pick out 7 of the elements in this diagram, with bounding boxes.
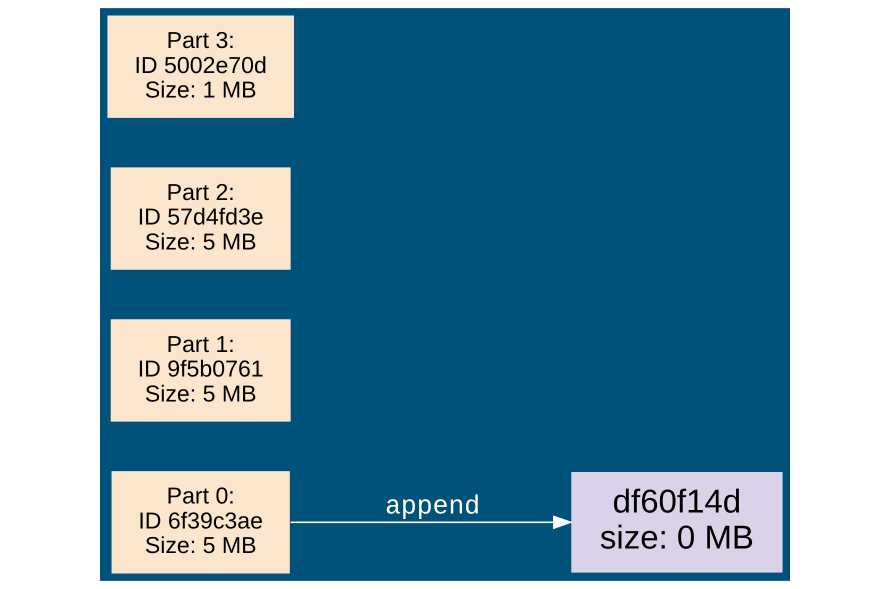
edge-label: append	[385, 492, 480, 522]
arrow	[290, 515, 573, 530]
node-box: Part 2: ID 57d4fd3e Size: 5 MB	[109, 166, 292, 272]
node-box: df60f14d size: 0 MB	[570, 470, 784, 574]
node-box: Part 1: ID 9f5b0761 Size: 5 MB	[109, 318, 292, 424]
node-box: Part 0: ID 6f39c3ae Size: 5 MB	[110, 469, 292, 576]
node-box: Part 3: ID 5002e70d Size: 1 MB	[106, 14, 296, 120]
